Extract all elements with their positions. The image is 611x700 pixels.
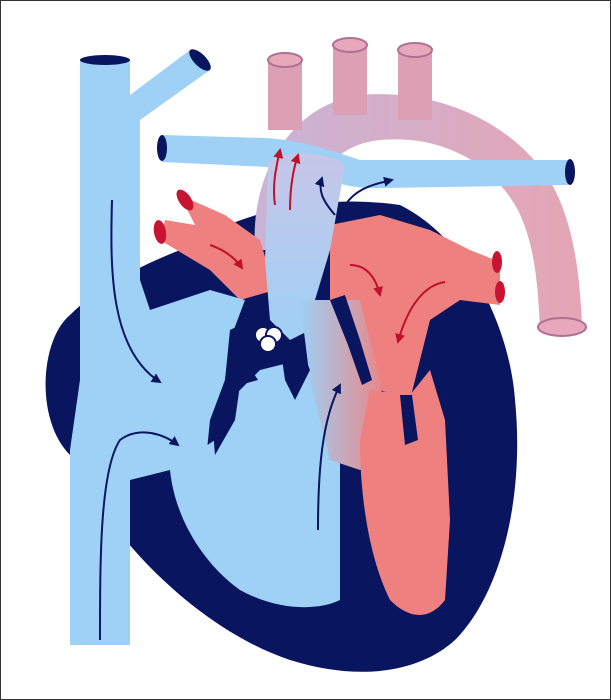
vessel-end-navy: [80, 55, 130, 65]
valve-circle: [260, 336, 276, 352]
vessel-end-navy: [157, 135, 167, 161]
aortic-branch: [398, 50, 432, 120]
aortic-branch: [333, 45, 367, 115]
aortic-branch-opening: [268, 53, 302, 67]
aortic-branch: [268, 60, 302, 130]
aortic-branch-opening: [333, 38, 367, 52]
aorta-opening: [538, 318, 586, 336]
aortic-branch-opening: [398, 43, 432, 57]
vessel-end-red: [492, 251, 502, 273]
vessel-end-red: [495, 281, 505, 303]
vessel-end-navy: [565, 159, 575, 185]
